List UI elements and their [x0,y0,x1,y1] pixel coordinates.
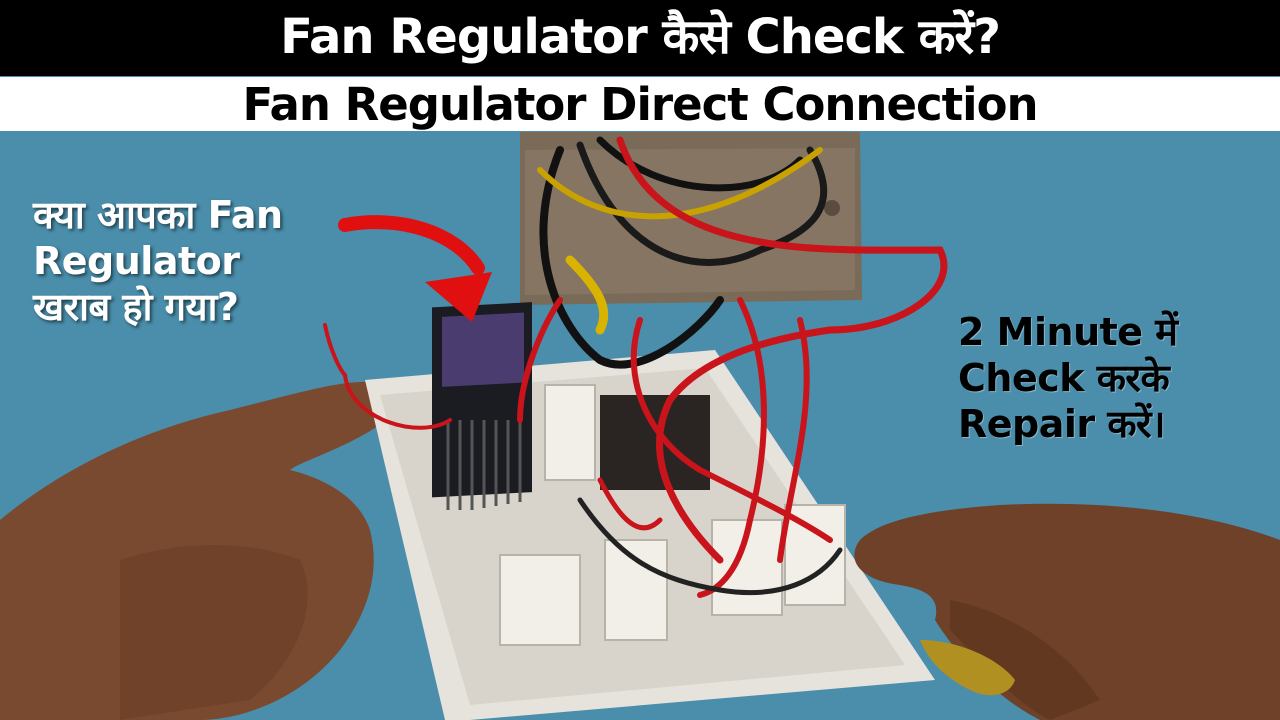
red-arrow-pointer [338,215,492,322]
question-line-1: क्या आपका Fan [33,193,283,237]
tagline-line-3: Repair करें। [958,402,1166,446]
question-line-3: खराब हो गया? [33,285,239,329]
socket-module [600,395,710,490]
subtitle-banner: Fan Regulator Direct Connection [0,77,1280,131]
video-title: Fan Regulator कैसे Check करें? [280,9,1001,65]
wire-bundle [323,136,948,598]
question-line-2: Regulator [33,239,240,283]
tagline-line-1: 2 Minute में [958,310,1178,354]
title-banner: Fan Regulator कैसे Check करें? [0,0,1280,76]
question-text: क्या आपका Fan Regulator खराब हो गया? [33,192,343,330]
screwdriver-handle [920,640,1015,696]
right-hand [854,503,1280,720]
video-subtitle: Fan Regulator Direct Connection [242,78,1038,131]
tagline-text: 2 Minute में Check करके Repair करें। [958,309,1258,447]
fan-regulator-module [432,302,532,510]
tagline-line-2: Check करके [958,356,1170,400]
